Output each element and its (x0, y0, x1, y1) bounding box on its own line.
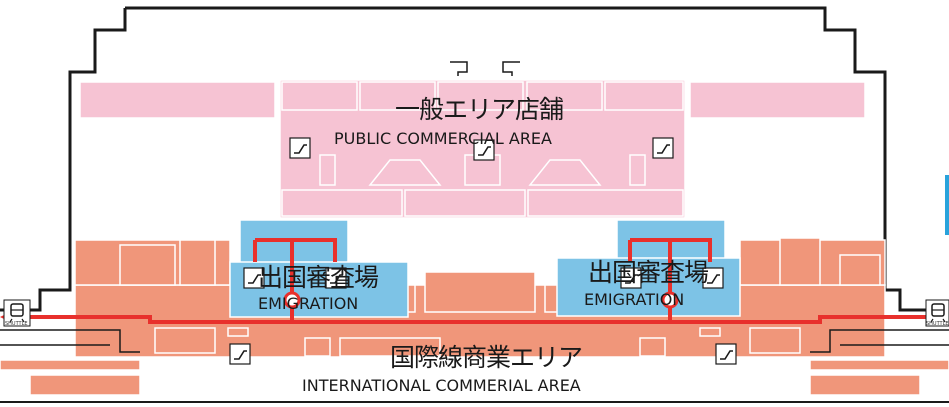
public-area-label-en: PUBLIC COMMERCIAL AREA (334, 129, 552, 148)
escalator-icon (289, 137, 311, 159)
passenger-route (10, 238, 935, 324)
escalator-icon (243, 267, 265, 289)
public-area-label-jp: 一般エリア店舗 (395, 95, 564, 124)
escalator-icons (229, 137, 737, 365)
shuttle-label-right: SHUTTLE (926, 321, 949, 327)
emigration-right-label-jp: 出国審査場 (588, 258, 709, 287)
shuttle-label-left: SHUTTLE (5, 321, 28, 327)
emigration-right-label-en: EMIGRATION (584, 290, 685, 309)
shuttle-platform-lines (0, 329, 949, 353)
escalator-icon (620, 267, 642, 289)
train-icon (3, 299, 31, 327)
checkpoint-marker-right (661, 291, 679, 309)
train-icon (925, 299, 949, 327)
building-outline (0, 6, 949, 312)
accent-tab (945, 175, 949, 235)
escalator-icon (715, 343, 737, 365)
emigration-left-label-jp: 出国審査場 (258, 263, 379, 292)
escalator-icon (652, 137, 674, 159)
international-area-label-en: INTERNATIONAL COMMERIAL AREA (302, 376, 581, 395)
escalator-icon (229, 343, 251, 365)
escalator-icon (473, 139, 495, 161)
checkpoint-marker-left (283, 291, 301, 309)
escalator-icon (325, 267, 347, 289)
escalator-icon (702, 267, 724, 289)
emigration-left-label-en: EMIGRATION (258, 294, 359, 313)
top-notch (450, 61, 520, 76)
international-area-label-jp: 国際線商業エリア (390, 343, 583, 372)
